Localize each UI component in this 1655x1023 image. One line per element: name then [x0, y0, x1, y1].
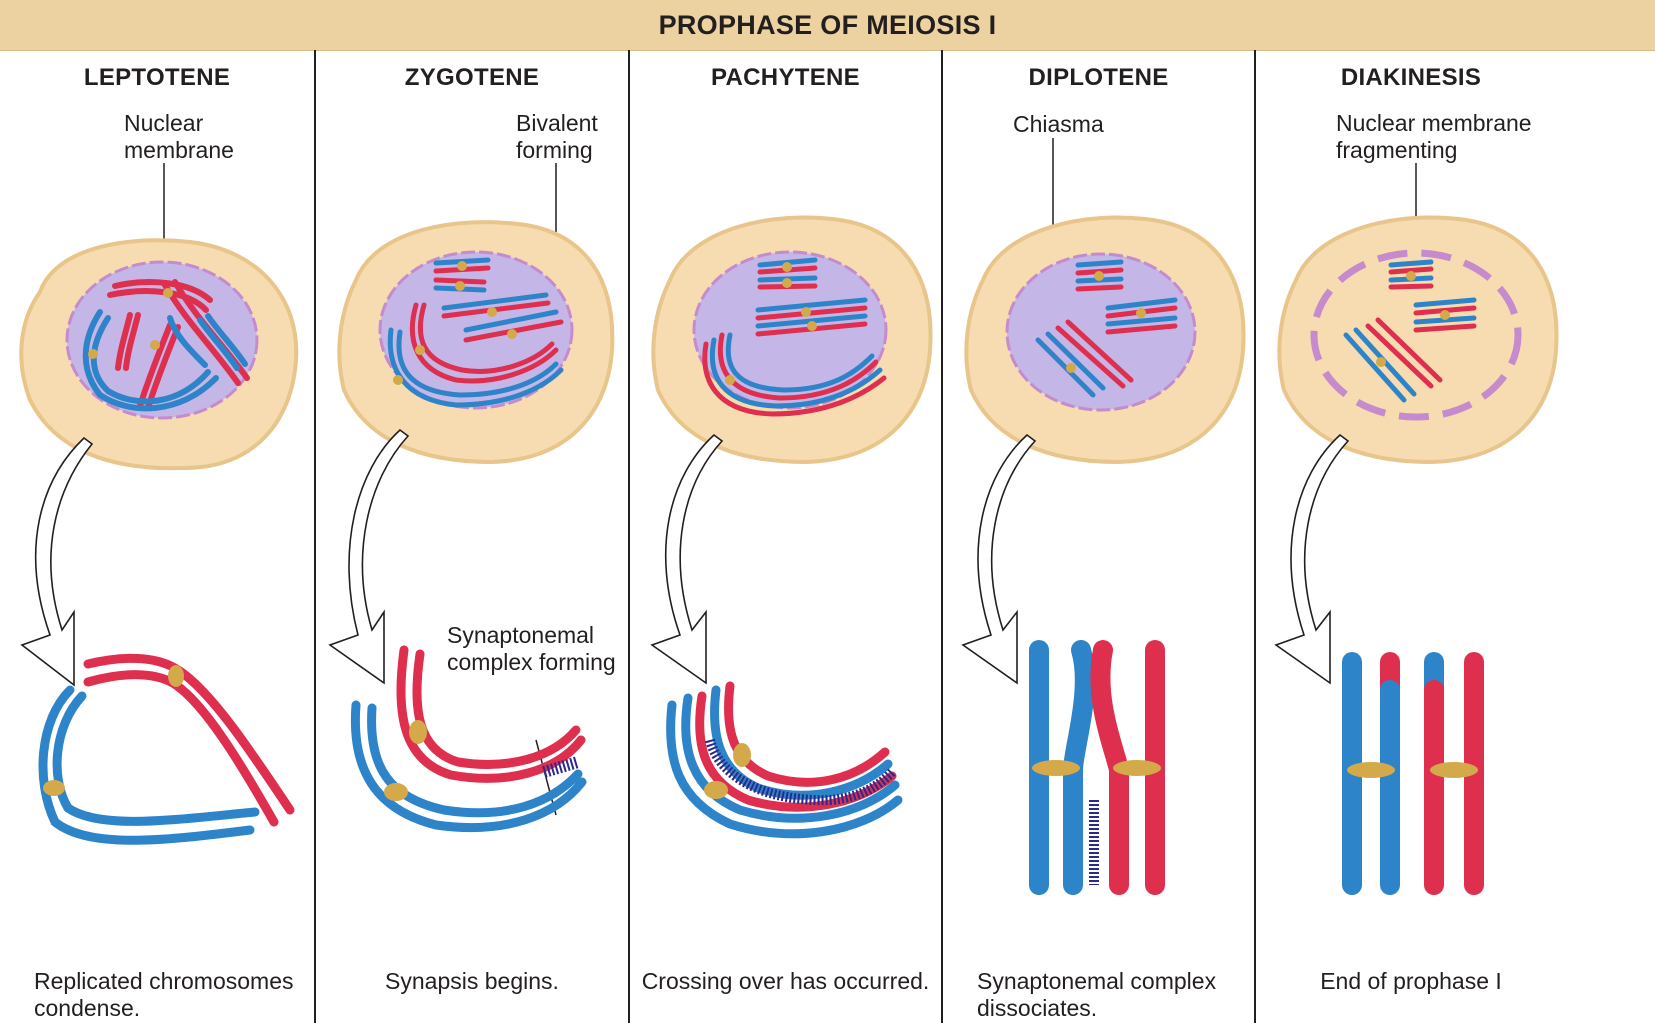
enlarged-centromeres [1032, 760, 1161, 776]
stage-title: PACHYTENE [711, 64, 860, 91]
enlarged-chromosomes [350, 645, 587, 833]
stage-caption: Synapsis begins. [385, 968, 559, 994]
arrow-zoom [650, 433, 724, 685]
panel-divider [1254, 50, 1256, 1023]
centromeres [393, 261, 517, 385]
panel-zygotene: ZYGOTENE Bivalent forming Synaptonemal c… [316, 50, 628, 1023]
callout-nuclear-membrane-fragmenting: Nuclear membrane fragmenting [1336, 110, 1532, 163]
callout-bivalent-forming: Bivalent forming [516, 110, 598, 163]
nucleus [1005, 252, 1197, 412]
nuclear-membrane-fragments [1310, 249, 1522, 421]
panel-diakinesis: DIAKINESIS Nuclear membrane fragmenting [1256, 50, 1655, 1023]
enlarged-chromosomes [38, 653, 295, 845]
stage-caption: Synaptonemal complex dissociates. [977, 968, 1217, 1021]
enlarged-centromeres [43, 665, 184, 796]
stage-title: ZYGOTENE [404, 64, 540, 91]
panel-pachytene: PACHYTENE [630, 50, 941, 1023]
synaptonemal-complex [705, 738, 896, 806]
chromosomes [82, 279, 250, 412]
enlarged-centromeres [704, 743, 751, 799]
stage-title: LEPTOTENE [83, 64, 231, 91]
callout-nuclear-membrane: Nuclear membrane [124, 110, 234, 163]
title-bar: PROPHASE OF MEIOSIS I [0, 0, 1655, 51]
arrow-zoom [328, 428, 410, 685]
zygotene-illustration [328, 163, 615, 833]
centromeres [725, 262, 817, 385]
leptotene-illustration [19, 163, 299, 845]
enlarged-chromosomes [666, 681, 903, 839]
diakinesis-illustration [1274, 163, 1559, 895]
diagram-title: PROPHASE OF MEIOSIS I [658, 10, 997, 40]
callout-synaptonemal-complex: Synaptonemal complex forming [447, 622, 616, 675]
panel-divider [628, 50, 630, 1023]
pachytene-illustration [650, 215, 933, 839]
centromeres [1376, 271, 1450, 367]
stage-caption: Replicated chromosomes condense. [34, 968, 294, 1021]
arrow-zoom [20, 436, 94, 687]
stage-caption: End of prophase I [1320, 968, 1502, 994]
stage-title: DIAKINESIS [1340, 64, 1482, 91]
centromeres [1066, 271, 1146, 373]
arrow-zoom [1274, 433, 1350, 685]
centromeres [88, 288, 173, 359]
enlarged-centromeres [384, 720, 427, 801]
panel-leptotene: LEPTOTENE Nuclear membrane [0, 50, 314, 1023]
diplotene-illustration [961, 138, 1246, 895]
synaptonemal-complex [542, 756, 580, 778]
panel-divider [314, 50, 316, 1023]
stage-caption: Crossing over has occurred. [641, 968, 930, 994]
callout-chiasma: Chiasma [1013, 111, 1104, 137]
panel-divider [941, 50, 943, 1023]
stage-title: DIPLOTENE [1028, 64, 1169, 91]
panel-diplotene: DIPLOTENE Chiasma [943, 50, 1254, 1023]
arrow-zoom [961, 433, 1037, 685]
enlarged-centromeres [1347, 762, 1478, 778]
